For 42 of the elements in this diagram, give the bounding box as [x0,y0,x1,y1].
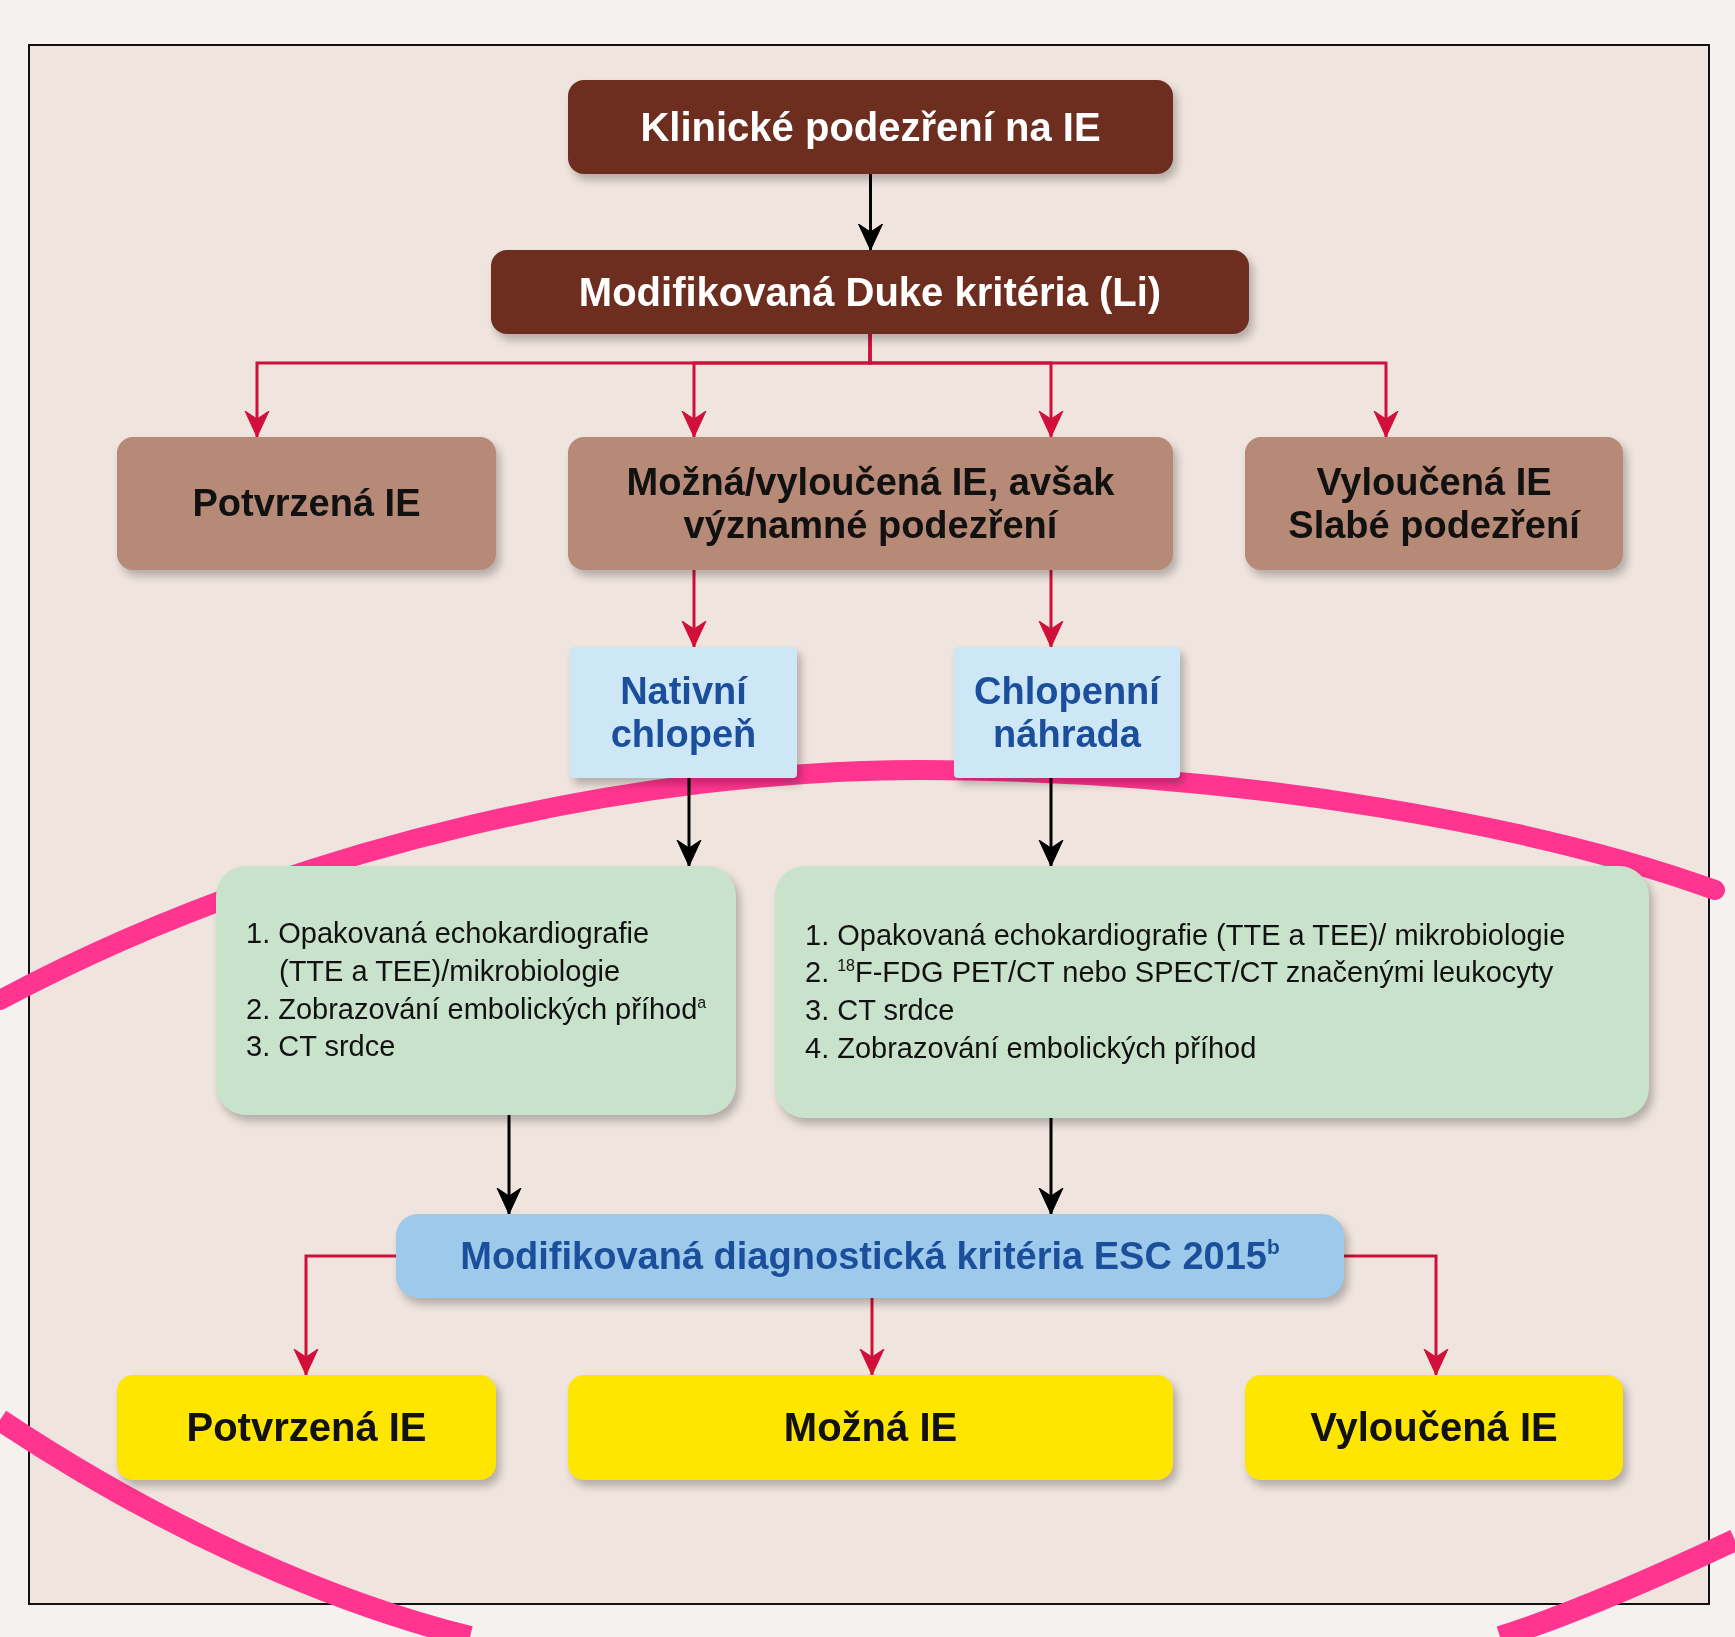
node-label: Modifikovaná diagnostická kritéria ESC 2015$^{b}$ [460,1234,1280,1278]
valve-box [954,647,1180,778]
category-box [568,437,1173,570]
arrow [1344,1254,1449,1376]
arrow [1038,570,1064,648]
list-item: 1. Opakovaná echokardiografie (TTE a TEE)/mikrobiologie [246,916,651,989]
list-item: 2. Zobrazování embolických příhod$^{a}$ [246,991,707,1027]
list-item: 1. Opakovaná echokardiografie (TTE a TEE)/ mikrobiologie [805,917,1566,953]
list-item: 4. Zobrazování embolických příhod [805,1030,1257,1066]
title-box [568,80,1173,174]
node-label: Modifikovaná Duke kritéria (Li) [578,269,1162,315]
valve-box [570,647,797,778]
category-box [117,437,496,570]
arrow [1038,1118,1064,1215]
node-label: Možná IE [783,1405,958,1450]
node-label: Nativní chlopeň [609,669,758,756]
list-item: 3. CT srdce [805,993,955,1028]
arrow [859,1298,885,1376]
arrow [868,334,1399,438]
step-list-box [775,866,1649,1118]
arrow [1038,778,1064,867]
arrow [293,1254,396,1376]
category-box [1245,437,1623,570]
step-list-box [216,866,736,1115]
list-item: 2. $^{18}$F-FDG PET/CT nebo SPECT/CT značenými leukocyty [805,955,1554,991]
node-label: Možná/vyloučená IE, avšak významné podezření [625,460,1116,547]
arrow [681,570,707,648]
node-label: Potvrzená IE [186,1405,427,1450]
result-box [117,1375,496,1480]
criteria-box [396,1214,1344,1298]
list-item: 3. CT srdce [246,1029,396,1065]
arrow [676,778,702,867]
result-box [1245,1375,1623,1480]
title-box [491,250,1249,334]
result-box [568,1375,1173,1480]
node-label: Vyloučená IE Slabé podezření [1287,460,1582,547]
node-label: Potvrzená IE [192,482,421,525]
node-label: Klinické podezření na IE [640,104,1101,150]
arrow [496,1115,522,1215]
arrow [858,174,883,251]
node-label: Vyloučená IE [1310,1405,1558,1450]
node-label: Chlopenní náhrada [973,669,1162,756]
